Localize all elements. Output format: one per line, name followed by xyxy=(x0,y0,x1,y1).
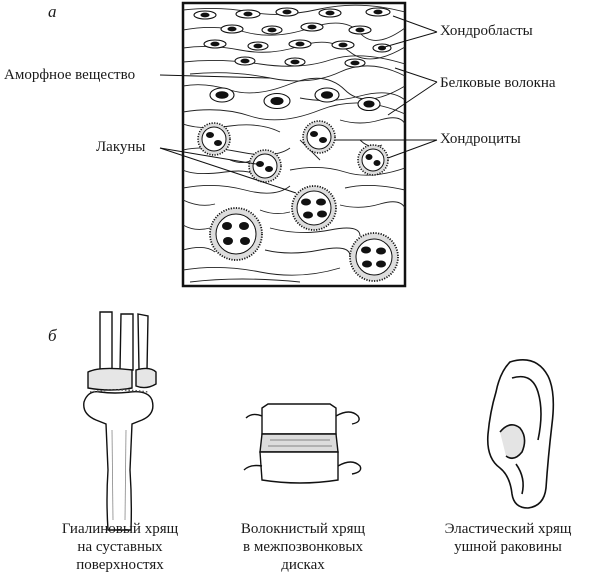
lacuna-1 xyxy=(197,122,231,156)
leader-lines xyxy=(159,15,438,194)
lacuna-3 xyxy=(248,149,282,183)
label-chondroblasts: Хондробласты xyxy=(440,23,533,39)
caption-fibrous: Волокнистый хрящ в межпозвонковых дисках xyxy=(218,520,388,574)
label-chondrocytes: Хондроциты xyxy=(440,131,521,147)
young-chondrocytes xyxy=(209,87,381,112)
tissue-block xyxy=(181,1,407,288)
chondroblast-cells xyxy=(193,7,392,68)
caption-hyaline: Гиалиновый хрящ на суставных поверхностя… xyxy=(36,520,204,574)
caption-fibrous-line-2: в межпозвонковых xyxy=(243,539,363,555)
joint-bones-drawing xyxy=(83,311,157,531)
lacuna-6 xyxy=(209,207,263,261)
caption-hyaline-line-1: Гиалиновый хрящ xyxy=(61,521,179,537)
caption-hyaline-line-3: поверхностях xyxy=(76,557,164,573)
label-lacunae: Лакуны xyxy=(96,139,146,155)
caption-hyaline-line-2: на суставных xyxy=(77,539,163,555)
lacunae-with-chondrocytes xyxy=(197,120,399,282)
caption-elastic-line-1: Эластический хрящ xyxy=(444,521,572,537)
label-protein-fibers: Белковые волокна xyxy=(440,75,556,91)
protein-fibers xyxy=(183,4,405,283)
panel-a-letter: а xyxy=(48,2,57,21)
caption-fibrous-line-1: Волокнистый хрящ xyxy=(240,521,366,537)
caption-fibrous-line-3: дисках xyxy=(281,557,325,573)
vertebrae-drawing xyxy=(243,403,362,484)
label-amorphous-substance: Аморфное вещество xyxy=(4,67,136,83)
caption-elastic-line-2: ушной раковины xyxy=(454,539,562,555)
panel-b-letter: б xyxy=(48,326,57,345)
lacuna-2 xyxy=(302,120,336,154)
lacuna-7 xyxy=(349,232,399,282)
caption-elastic: Эластический хрящ ушной раковины xyxy=(420,520,596,556)
lacuna-5 xyxy=(291,185,337,231)
ear-drawing xyxy=(486,359,555,509)
lacuna-4 xyxy=(357,144,389,176)
